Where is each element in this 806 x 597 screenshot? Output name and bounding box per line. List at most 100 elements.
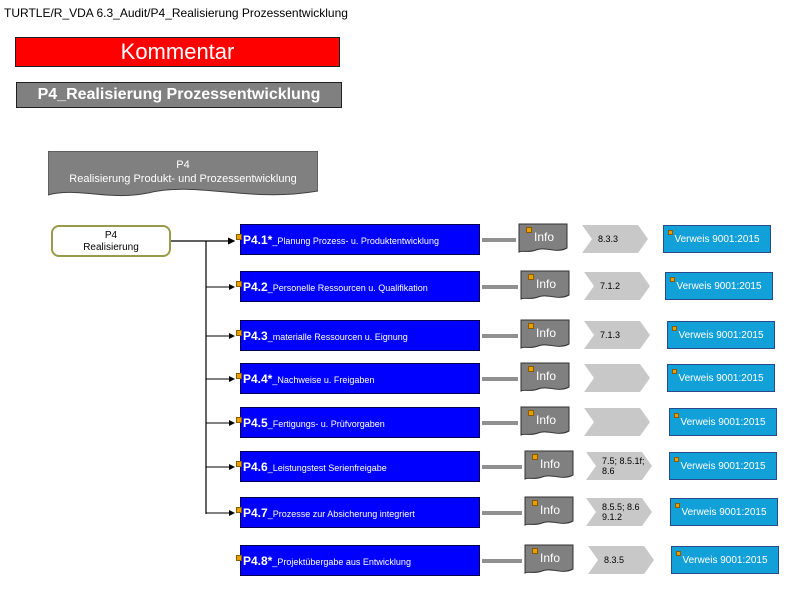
info-label: Info bbox=[536, 413, 557, 427]
process-doc-code: P4 bbox=[176, 159, 190, 171]
reference-text: 7.1.3 bbox=[600, 330, 621, 340]
reference-chevron-4 bbox=[584, 364, 650, 392]
process-doc-title: Realisierung Produkt- und Prozessentwick… bbox=[69, 173, 297, 185]
info-label: Info bbox=[536, 277, 557, 291]
verweis-label: Verweis 9001:2015 bbox=[681, 506, 767, 518]
step-name: _Projektübergabe aus Entwicklung bbox=[272, 556, 411, 567]
root-node-code: P4 bbox=[104, 230, 118, 241]
verweis-marker-icon bbox=[674, 457, 679, 462]
step-box-1[interactable]: P4.1*_Planung Prozess- u. Produktentwick… bbox=[240, 224, 480, 255]
step-marker-icon bbox=[236, 373, 242, 379]
info-button-1[interactable]: Info bbox=[518, 223, 568, 255]
reference-chevron-8: 8.3.5 bbox=[588, 546, 654, 574]
verweis-label: Verweis 9001:2015 bbox=[676, 280, 762, 292]
step-box-8[interactable]: P4.8*_Projektübergabe aus Entwicklung bbox=[240, 545, 480, 576]
info-label: Info bbox=[536, 369, 557, 383]
step-marker-icon bbox=[236, 461, 242, 467]
step-box-2[interactable]: P4.2_Personelle Ressourcen u. Qualifikat… bbox=[240, 271, 480, 302]
verweis-marker-icon bbox=[668, 230, 673, 235]
verweis-marker-icon bbox=[672, 369, 677, 374]
info-button-8[interactable]: Info bbox=[524, 544, 574, 576]
kommentar-button[interactable]: Kommentar bbox=[15, 37, 340, 67]
info-button-5[interactable]: Info bbox=[520, 406, 570, 438]
step-name: _materialle Ressourcen u. Eignung bbox=[267, 331, 408, 342]
info-marker-icon bbox=[528, 274, 534, 280]
step-code: P4.4* bbox=[243, 371, 273, 386]
reference-text: 8.3.5 bbox=[604, 555, 625, 565]
reference-chevron-3: 7.1.3 bbox=[584, 321, 650, 349]
info-marker-icon bbox=[528, 366, 534, 372]
verweis-button-8[interactable]: Verweis 9001:2015 bbox=[671, 546, 779, 574]
reference-text: 7.5; 8.5.1f; 8.6 bbox=[602, 456, 645, 476]
step-box-6[interactable]: P4.6_Leistungstest Serienfreigabe bbox=[240, 451, 480, 482]
step-code: P4.8* bbox=[243, 553, 273, 568]
info-button-6[interactable]: Info bbox=[524, 450, 574, 482]
step-code: P4.2 bbox=[243, 279, 268, 294]
reference-chevron-5 bbox=[584, 408, 650, 436]
reference-chevron-7: 8.5.5; 8.6 9.1.2 bbox=[586, 498, 652, 526]
reference-chevron-1: 8.3.3 bbox=[582, 225, 648, 253]
verweis-label: Verweis 9001:2015 bbox=[678, 329, 764, 341]
step-name: _Personelle Ressourcen u. Qualifikation bbox=[267, 282, 428, 293]
verweis-label: Verweis 9001:2015 bbox=[674, 233, 760, 245]
verweis-label: Verweis 9001:2015 bbox=[678, 372, 764, 384]
info-marker-icon bbox=[528, 410, 534, 416]
verweis-button-1[interactable]: Verweis 9001:2015 bbox=[663, 225, 771, 253]
verweis-button-4[interactable]: Verweis 9001:2015 bbox=[667, 364, 775, 392]
step-marker-icon bbox=[236, 507, 242, 513]
verweis-marker-icon bbox=[676, 551, 681, 556]
verweis-button-7[interactable]: Verweis 9001:2015 bbox=[670, 498, 778, 526]
step-code: P4.3 bbox=[243, 328, 268, 343]
step-marker-icon bbox=[236, 234, 242, 240]
step-name: _Prozesse zur Absicherung integriert bbox=[267, 508, 415, 519]
reference-text bbox=[600, 366, 644, 390]
reference-text: 8.3.3 bbox=[598, 234, 619, 244]
step-box-7[interactable]: P4.7_Prozesse zur Absicherung integriert bbox=[240, 497, 480, 528]
info-marker-icon bbox=[532, 548, 538, 554]
step-code: P4.1* bbox=[243, 232, 273, 247]
info-label: Info bbox=[540, 551, 561, 565]
section-title: P4_Realisierung Prozessentwicklung bbox=[16, 82, 342, 108]
process-document-shape: P4 Realisierung Produkt- und Prozessentw… bbox=[48, 151, 318, 201]
step-code: P4.6 bbox=[243, 459, 268, 474]
info-button-2[interactable]: Info bbox=[520, 270, 570, 302]
verweis-marker-icon bbox=[674, 413, 679, 418]
step-marker-icon bbox=[236, 281, 242, 287]
step-marker-icon bbox=[236, 330, 242, 336]
step-marker-icon bbox=[236, 555, 242, 561]
verweis-button-3[interactable]: Verweis 9001:2015 bbox=[667, 321, 775, 349]
step-box-5[interactable]: P4.5_Fertigungs- u. Prüfvorgaben bbox=[240, 407, 480, 438]
verweis-marker-icon bbox=[672, 326, 677, 331]
verweis-label: Verweis 9001:2015 bbox=[680, 460, 766, 472]
info-button-3[interactable]: Info bbox=[520, 319, 570, 351]
step-name: _Leistungstest Serienfreigabe bbox=[267, 462, 387, 473]
verweis-marker-icon bbox=[670, 277, 675, 282]
verweis-button-5[interactable]: Verweis 9001:2015 bbox=[669, 408, 777, 436]
info-marker-icon bbox=[532, 454, 538, 460]
step-code: P4.7 bbox=[243, 505, 268, 520]
info-label: Info bbox=[540, 457, 561, 471]
verweis-button-6[interactable]: Verweis 9001:2015 bbox=[669, 452, 777, 480]
verweis-label: Verweis 9001:2015 bbox=[680, 416, 766, 428]
step-box-3[interactable]: P4.3_materialle Ressourcen u. Eignung bbox=[240, 320, 480, 351]
root-node-label: Realisierung bbox=[83, 242, 139, 253]
reference-text: 7.1.2 bbox=[600, 281, 621, 291]
reference-text: 8.5.5; 8.6 9.1.2 bbox=[602, 502, 640, 522]
info-marker-icon bbox=[526, 227, 532, 233]
info-marker-icon bbox=[528, 323, 534, 329]
info-button-7[interactable]: Info bbox=[524, 496, 574, 528]
step-code: P4.5 bbox=[243, 415, 268, 430]
breadcrumb: TURTLE/R_VDA 6.3_Audit/P4_Realisierung P… bbox=[4, 6, 348, 20]
info-button-4[interactable]: Info bbox=[520, 362, 570, 394]
reference-chevron-2: 7.1.2 bbox=[584, 272, 650, 300]
step-marker-icon bbox=[236, 417, 242, 423]
root-node[interactable]: P4 Realisierung bbox=[51, 225, 171, 257]
info-label: Info bbox=[540, 503, 561, 517]
verweis-label: Verweis 9001:2015 bbox=[682, 554, 768, 566]
step-name: _Planung Prozess- u. Produktentwicklung bbox=[272, 235, 439, 246]
verweis-marker-icon bbox=[675, 503, 680, 508]
step-box-4[interactable]: P4.4*_Nachweise u. Freigaben bbox=[240, 363, 480, 394]
verweis-button-2[interactable]: Verweis 9001:2015 bbox=[665, 272, 773, 300]
reference-text bbox=[600, 410, 644, 434]
step-name: _Fertigungs- u. Prüfvorgaben bbox=[267, 418, 385, 429]
